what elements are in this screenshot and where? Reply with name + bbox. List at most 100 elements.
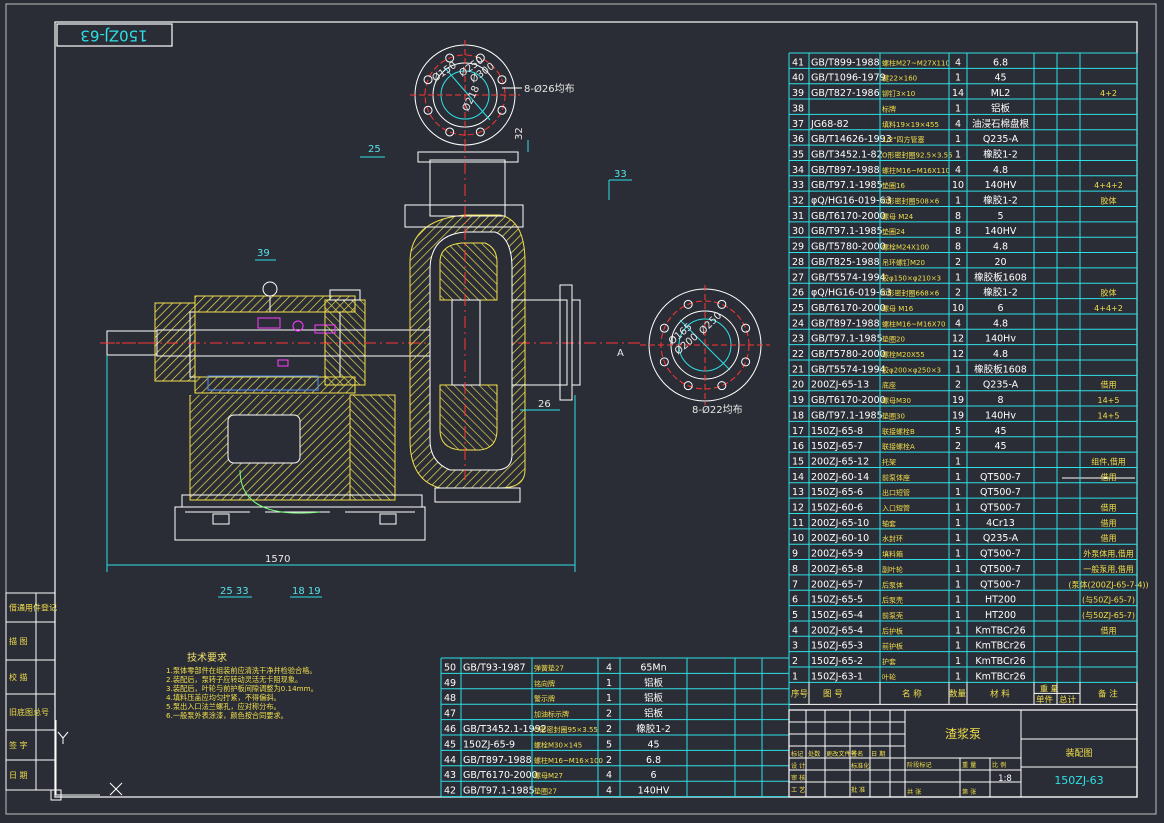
bom-cell: 螺栓M30×145 <box>534 740 582 749</box>
bom-header: 单件 <box>1036 694 1054 705</box>
bom-cell: GB/T3452.1-1992 <box>463 724 547 735</box>
tech-note-line: 3.装配后，叶轮与前护板间隙调整为0.14mm。 <box>166 684 318 693</box>
bom-cell: 橡胶1-2 <box>983 195 1018 207</box>
bom-cell: 1 <box>606 693 612 704</box>
dim-length: 1570 <box>265 554 290 565</box>
bom-cell: 胶φ150×φ210×3 <box>882 273 941 282</box>
bom-cell: 螺柱M16~M16X110 <box>882 166 950 175</box>
bom-cell: 1 <box>955 272 961 283</box>
bom-cell: 140HV <box>638 786 670 797</box>
top-flange-view <box>410 40 522 150</box>
bom-cell: 1 <box>955 149 961 160</box>
bom-cell: 18 <box>792 410 804 421</box>
bom-cell: 12 <box>952 334 964 345</box>
bom-cell: 5 <box>606 739 612 750</box>
technical-notes: 技术要求 1.泵体零部件在组装前应清洗干净并检验合格。2.装配后，泵转子应转动灵… <box>166 651 318 720</box>
bom-cell: φQ/HG16-019-63 <box>811 196 892 207</box>
bom-cell: 4 <box>606 662 612 673</box>
side-strip-label: 借通用件登记 <box>9 603 57 613</box>
bom-cell: GB/T97.1-1985 <box>463 786 535 797</box>
bom-cell: 螺母M30 <box>882 396 911 405</box>
bom-cell: 叶轮 <box>882 672 896 681</box>
bom-cell: 联接螺栓A <box>882 442 915 451</box>
bom-cell: 150ZJ-63-1 <box>811 671 863 682</box>
dim-phi150: Ø150 <box>430 59 459 84</box>
bom-cell: 托架 <box>882 457 896 466</box>
bom-cell: 后护板 <box>882 626 903 635</box>
bom-cell: 吊环螺钉M20 <box>882 258 925 267</box>
bom-cell: 6 <box>650 770 656 781</box>
bom-cell: JG68-82 <box>810 119 849 130</box>
bom-cell: 2 <box>955 288 961 299</box>
flange-bolt-hole <box>717 299 727 309</box>
bom-cell: 4+4+2 <box>1094 181 1123 190</box>
bom-cell: 前泵体座 <box>882 473 910 482</box>
bom-cell: 150ZJ-65-4 <box>811 610 863 621</box>
title-block-label: 第 张 <box>962 788 977 796</box>
flange-bolt-hole <box>475 53 485 63</box>
bom-cell: 2 <box>955 441 961 452</box>
bom-cell: 10 <box>792 533 804 544</box>
bom-cell: 1 <box>955 196 961 207</box>
bom-cell: 副叶轮 <box>882 565 903 574</box>
bom-cell: 39 <box>792 88 804 99</box>
bom-header-weight: 重 量 <box>1040 683 1059 693</box>
bom-cell: 2 <box>606 755 612 766</box>
bom-cell: 14+5 <box>1098 396 1120 405</box>
side-strip-label: 签 字 <box>9 740 28 750</box>
bom-cell: QT500-7 <box>980 549 1021 560</box>
bom-cell: 20 <box>792 380 804 391</box>
bom-cell: 9 <box>792 549 798 560</box>
side-strip-label: 描 图 <box>9 636 28 646</box>
top-flange-holes: 8-Ø26均布 <box>524 83 575 95</box>
bom-cell: 200ZJ-65-8 <box>811 564 863 575</box>
callout-33: 33 <box>614 169 627 180</box>
bom-header: 图 号 <box>823 689 843 699</box>
title-block-label: 重 量 <box>962 761 976 769</box>
bom-cell: 螺栓M20X55 <box>882 350 925 359</box>
bom-cell: 8 <box>955 211 961 222</box>
bom-cell: 150ZJ-65-8 <box>811 426 863 437</box>
side-strip-label: 校 描 <box>9 672 28 682</box>
bom-cell: QT500-7 <box>980 487 1021 498</box>
flange-bolt-hole <box>423 105 433 115</box>
title-block-label: 审 核 <box>791 774 805 782</box>
title-block: 标记处数更改文件号签名日 期设 计标准化阶段标记重 量比 例审 核工 艺批 准共… <box>788 709 1138 798</box>
title-block-label: 工 艺 <box>791 786 805 794</box>
bom-cell: 螺柱M16~M16×100 <box>534 756 603 765</box>
bom-cell: 垫圈27 <box>534 787 557 796</box>
title-block-label: 签名 <box>851 750 863 758</box>
bom-cell: GB/T825-1988 <box>811 257 880 268</box>
flange-bolt-hole <box>445 53 455 63</box>
bom-cell: 铝板 <box>991 102 1011 114</box>
bom-cell: HT200 <box>985 595 1016 606</box>
bom-header: 材 料 <box>990 688 1010 699</box>
tech-note-line: 5.泵出入口法兰螺孔，应对称分布。 <box>166 702 281 711</box>
bom-cell: 胶体 <box>1101 196 1117 206</box>
bom-cell: 1 <box>955 472 961 483</box>
tech-note-line: 1.泵体零部件在组装前应清洗干净并检验合格。 <box>166 666 317 675</box>
bom-cell: 2 <box>955 257 961 268</box>
bom-cell: 10 <box>952 180 964 191</box>
bom-cell: 借用 <box>1101 380 1117 390</box>
pump-assembly-view <box>100 140 640 541</box>
bom-cell: 14 <box>952 88 964 99</box>
bom-cell: GB/T897-1988 <box>463 755 532 766</box>
bom-cell: GB/T899-1988 <box>811 57 880 68</box>
bom-cell: 44 <box>444 755 456 766</box>
bom-cell: QT500-7 <box>980 564 1021 575</box>
bom-cell: 1 <box>955 487 961 498</box>
bom-cell: 3 <box>792 641 798 652</box>
bom-cell: 借用 <box>1101 533 1117 543</box>
bom-cell: 胶φ200×φ250×3 <box>882 365 941 374</box>
bom-cell: QT500-7 <box>980 472 1021 483</box>
bom-cell: (与50ZJ-65-7) <box>1082 611 1135 620</box>
bom-cell: 螺母 M16 <box>882 304 914 313</box>
bom-cell: 4.8 <box>993 318 1008 329</box>
bom-cell: 胶体 <box>1101 288 1117 298</box>
bom-cell: 19 <box>952 410 964 421</box>
bom-cell: 23 <box>792 334 804 345</box>
bom-cell: 4+2 <box>1100 89 1117 98</box>
bom-cell: 入口短管 <box>882 504 910 513</box>
